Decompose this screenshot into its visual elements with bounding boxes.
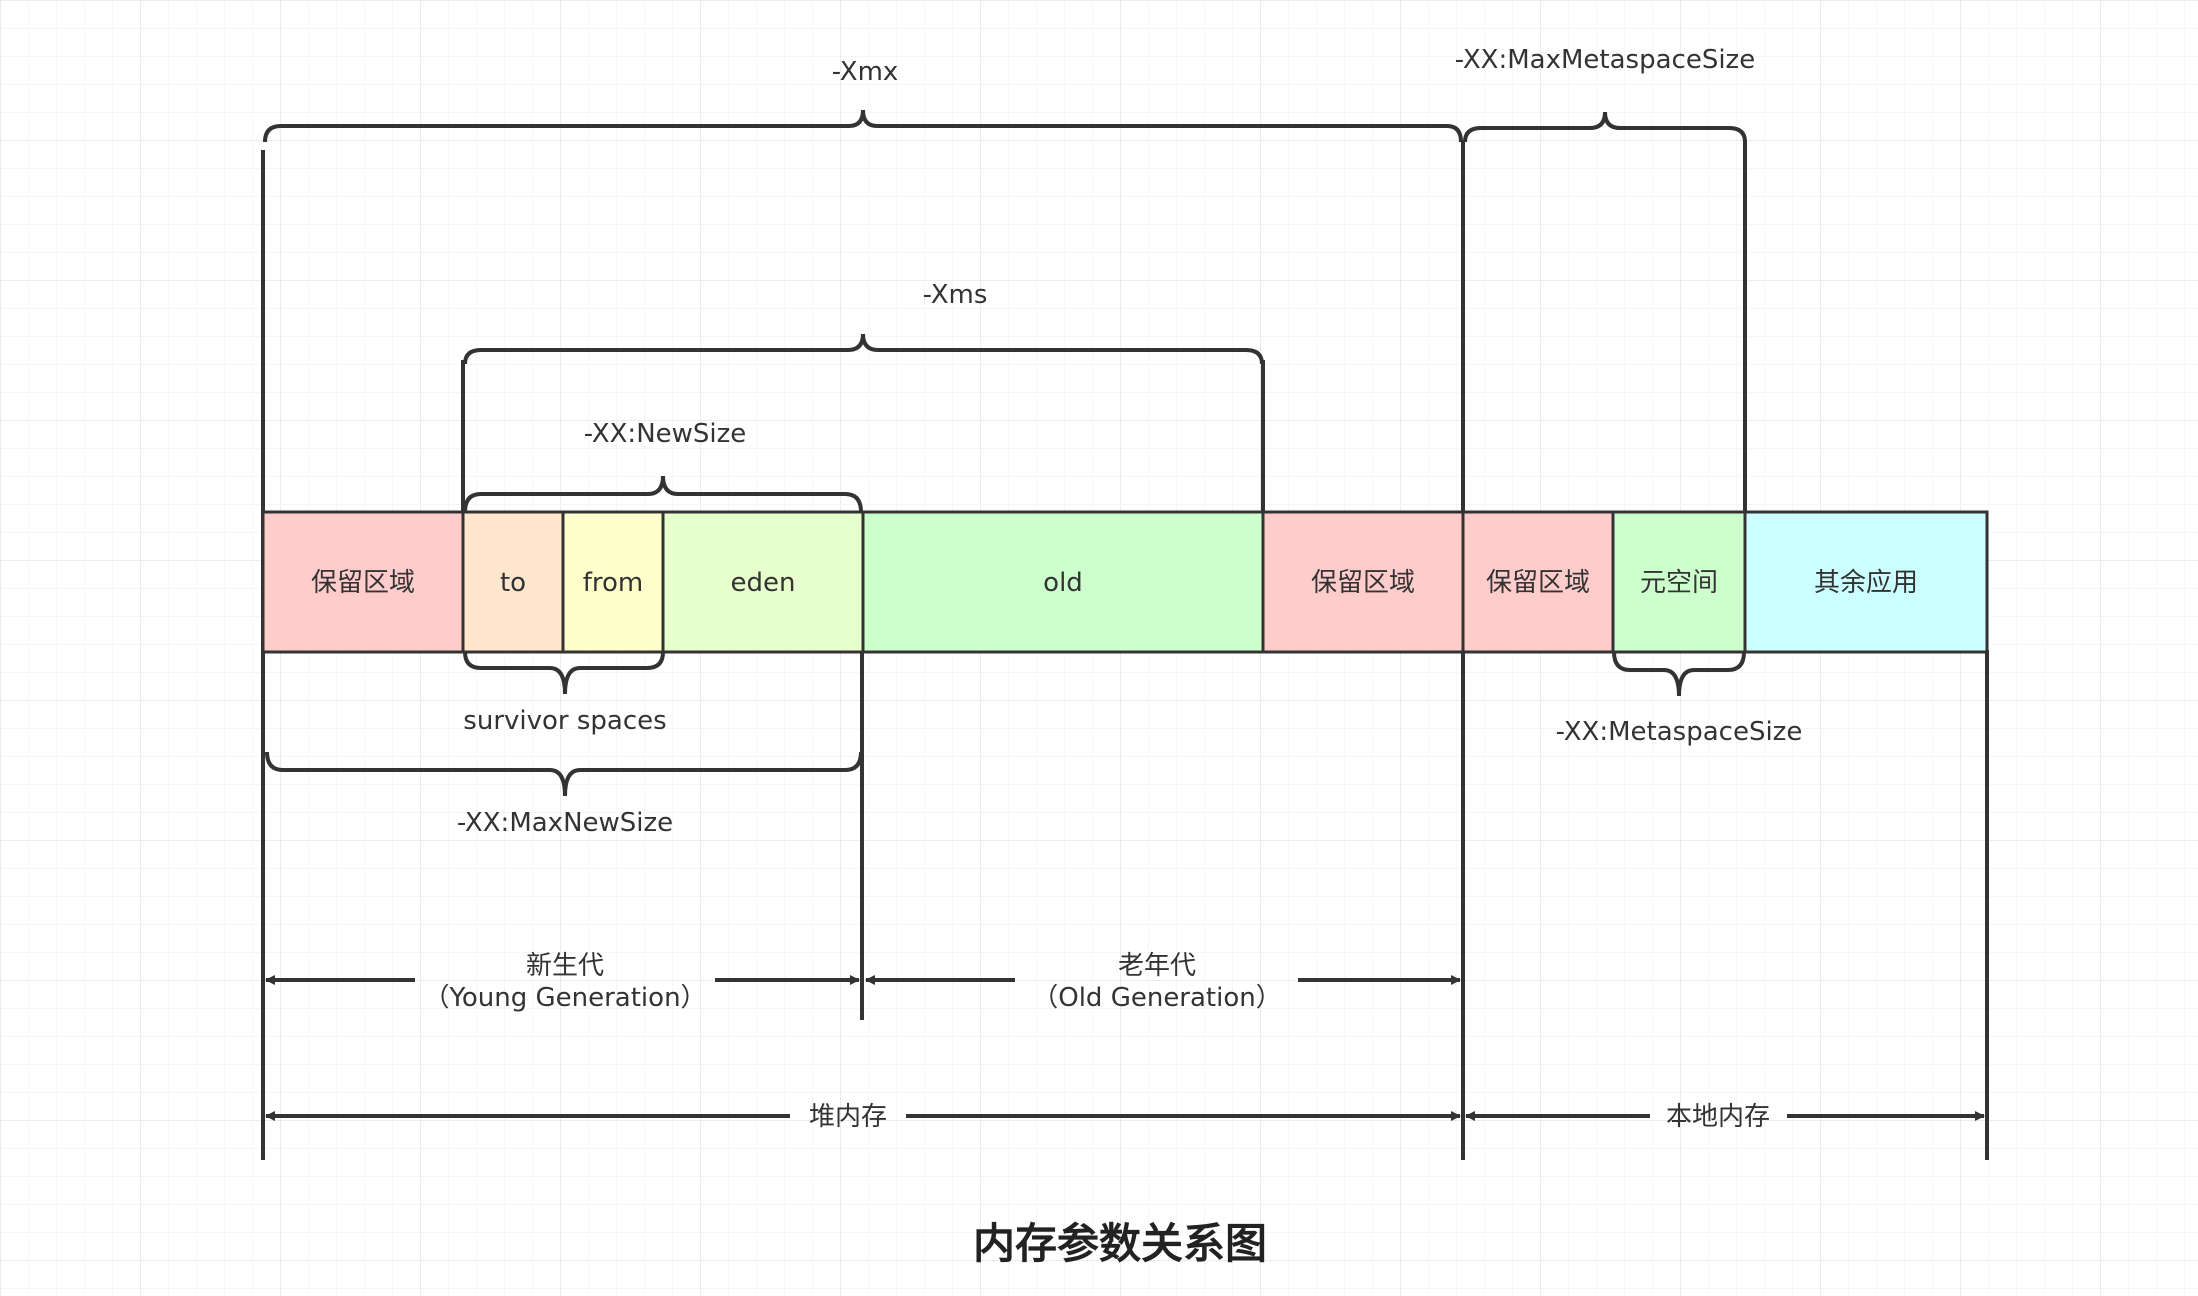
brace-xmx bbox=[263, 109, 1463, 143]
brace-label-max-new-size: -XX:MaxNewSize bbox=[457, 808, 673, 838]
brace-xms bbox=[463, 333, 1264, 365]
cell-label-to: to bbox=[500, 568, 526, 598]
cell-from-space bbox=[561, 510, 665, 654]
cell-label-from: from bbox=[583, 568, 644, 598]
braces: -Xmx -XX:MaxMetaspaceSize -Xms -XX:NewSi… bbox=[263, 45, 1803, 838]
label-young-generation-en: （Young Generation） bbox=[423, 983, 706, 1013]
cell-other-apps bbox=[1743, 510, 1989, 654]
cell-to-space bbox=[461, 510, 565, 654]
cell-eden bbox=[661, 510, 865, 654]
cell-label-old: old bbox=[1043, 568, 1083, 598]
cell-label-reserved-heap-young: 保留区域 bbox=[311, 568, 415, 598]
brace-label-xms: -Xms bbox=[923, 280, 988, 310]
cell-label-reserved-heap-old: 保留区域 bbox=[1311, 568, 1415, 598]
brace-max-new-size bbox=[265, 751, 863, 797]
brace-label-survivor: survivor spaces bbox=[463, 706, 666, 736]
brace-metaspace-size bbox=[1612, 651, 1746, 697]
cell-label-eden: eden bbox=[731, 568, 796, 598]
cell-reserved-heap-young bbox=[261, 510, 465, 654]
dimension-arrows: 新生代 （Young Generation） 老年代 （Old Generati… bbox=[265, 951, 1985, 1132]
cell-reserved-heap-old bbox=[1261, 510, 1465, 654]
brace-label-metaspace-size: -XX:MetaspaceSize bbox=[1556, 717, 1803, 747]
brace-max-metaspace bbox=[1463, 111, 1747, 143]
label-old-generation-en: （Old Generation） bbox=[1032, 983, 1282, 1013]
brace-new-size bbox=[463, 475, 863, 513]
brace-label-xmx: -Xmx bbox=[832, 57, 899, 87]
label-young-generation: 新生代 bbox=[526, 951, 604, 981]
cell-label-other-apps: 其余应用 bbox=[1814, 568, 1918, 598]
brace-survivor bbox=[463, 651, 665, 695]
brace-label-max-metaspace: -XX:MaxMetaspaceSize bbox=[1455, 45, 1755, 75]
diagram-title: 内存参数关系图 bbox=[973, 1219, 1267, 1268]
cell-old bbox=[861, 510, 1265, 654]
label-heap-memory: 堆内存 bbox=[809, 1102, 887, 1132]
brace-label-new-size: -XX:NewSize bbox=[584, 419, 747, 449]
cell-label-metaspace: 元空间 bbox=[1640, 568, 1718, 598]
cell-label-reserved-native: 保留区域 bbox=[1486, 568, 1590, 598]
label-old-generation: 老年代 bbox=[1118, 951, 1196, 981]
memory-bar: 保留区域 to from eden old 保留区域 保留区域 元空间 其余应用 bbox=[261, 510, 1989, 654]
label-native-memory: 本地内存 bbox=[1666, 1102, 1770, 1132]
